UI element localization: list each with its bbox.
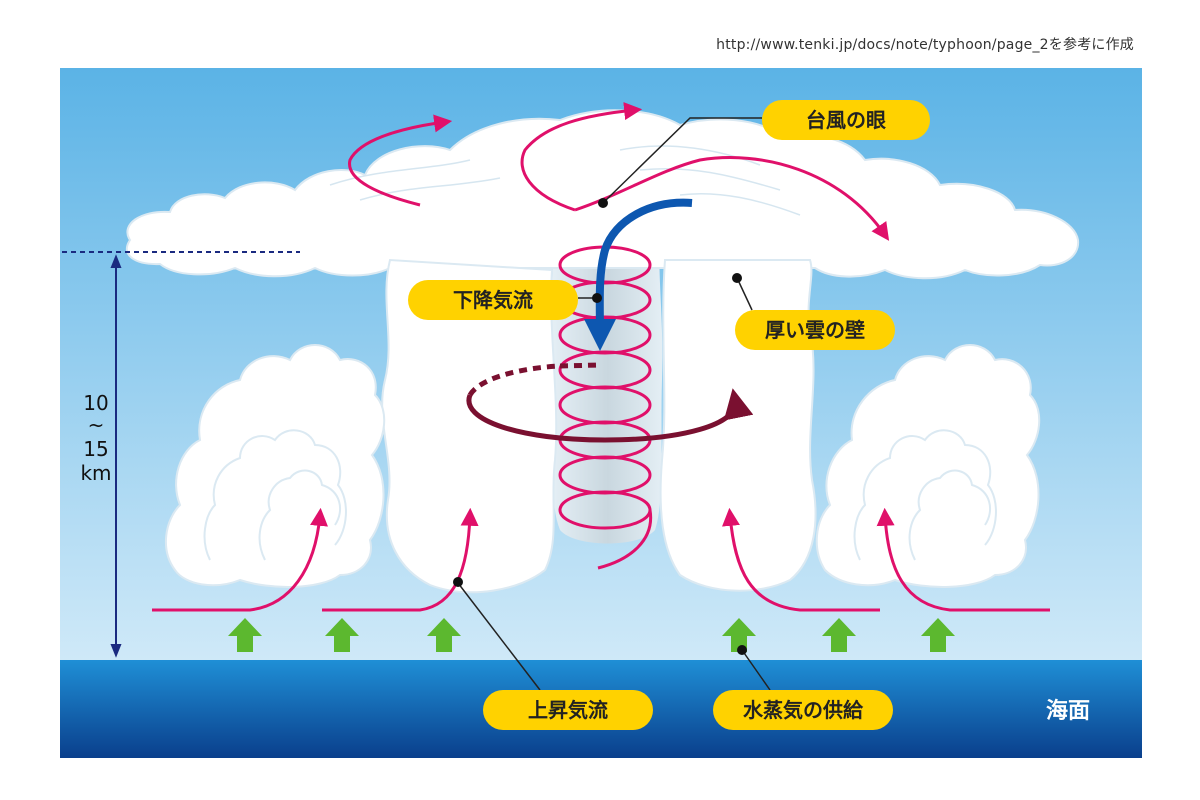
leader-vapor [741,649,771,691]
downdraft-arrow [583,198,693,351]
label-vapor-supply: 水蒸気の供給 [713,690,893,730]
svg-text:水蒸気の供給: 水蒸気の供給 [743,698,864,722]
cumulus-left-inner [203,429,347,561]
rotation-ring-top [559,362,601,369]
vapor-arrow-3 [427,618,461,652]
height-label-mid: ~ [88,413,105,437]
vapor-arrow-2 [325,618,359,652]
svg-text:厚い雲の壁: 厚い雲の壁 [765,318,865,342]
cumulus-right-inner [853,429,997,561]
dot-downdraft [592,293,602,303]
label-updraft: 上昇気流 [483,690,653,730]
leader-lines [457,117,771,691]
eyewall-right [659,259,817,592]
label-cloud-wall: 厚い雲の壁 [735,310,895,350]
cumulus-left-inner-2 [258,469,342,561]
outflow-arrow-center [520,102,643,212]
label-eye: 台風の眼 [762,100,930,140]
cumulus-left-outer [164,344,386,588]
leader-cloud-wall [737,279,753,311]
outflow-arrow-left [348,114,453,207]
dot-eye [598,198,608,208]
outflow-arrow-right [574,156,890,241]
updraft-arrow-4 [876,507,1050,612]
svg-text:下降気流: 下降気流 [453,288,533,312]
leader-updraft [457,582,541,691]
height-label-unit: km [80,461,111,485]
source-note: http://www.tenki.jp/docs/note/typhoon/pa… [716,37,1134,53]
height-label-bottom: 15 [83,437,108,461]
vapor-arrow-5 [822,618,856,652]
cloud-anvil-ridges [329,145,801,216]
vapor-arrow-1 [228,618,262,652]
height-label-top: 10 [83,391,108,415]
updraft-arrow-3 [722,507,880,612]
leader-eye [602,117,762,204]
vapor-supply-arrows [228,618,955,652]
vapor-arrow-4 [722,618,756,652]
svg-text:上昇気流: 上昇気流 [528,698,608,722]
rotation-ring-back [467,363,561,397]
cumulus-right-inner-2 [908,469,992,561]
label-sea-surface: 海面 [1046,698,1090,724]
dot-cloud-wall [732,273,742,283]
vapor-arrow-6 [921,618,955,652]
cloud-anvil [125,109,1080,280]
cumulus-right-outer [815,344,1041,588]
dot-updraft [453,577,463,587]
outflow-arrows [348,102,890,241]
svg-text:台風の眼: 台風の眼 [806,108,886,132]
label-downdraft: 下降気流 [408,280,578,320]
leader-dots [453,198,747,655]
dot-vapor [737,645,747,655]
rotation-ring-front [466,388,754,443]
updraft-arrow-1 [152,507,328,612]
